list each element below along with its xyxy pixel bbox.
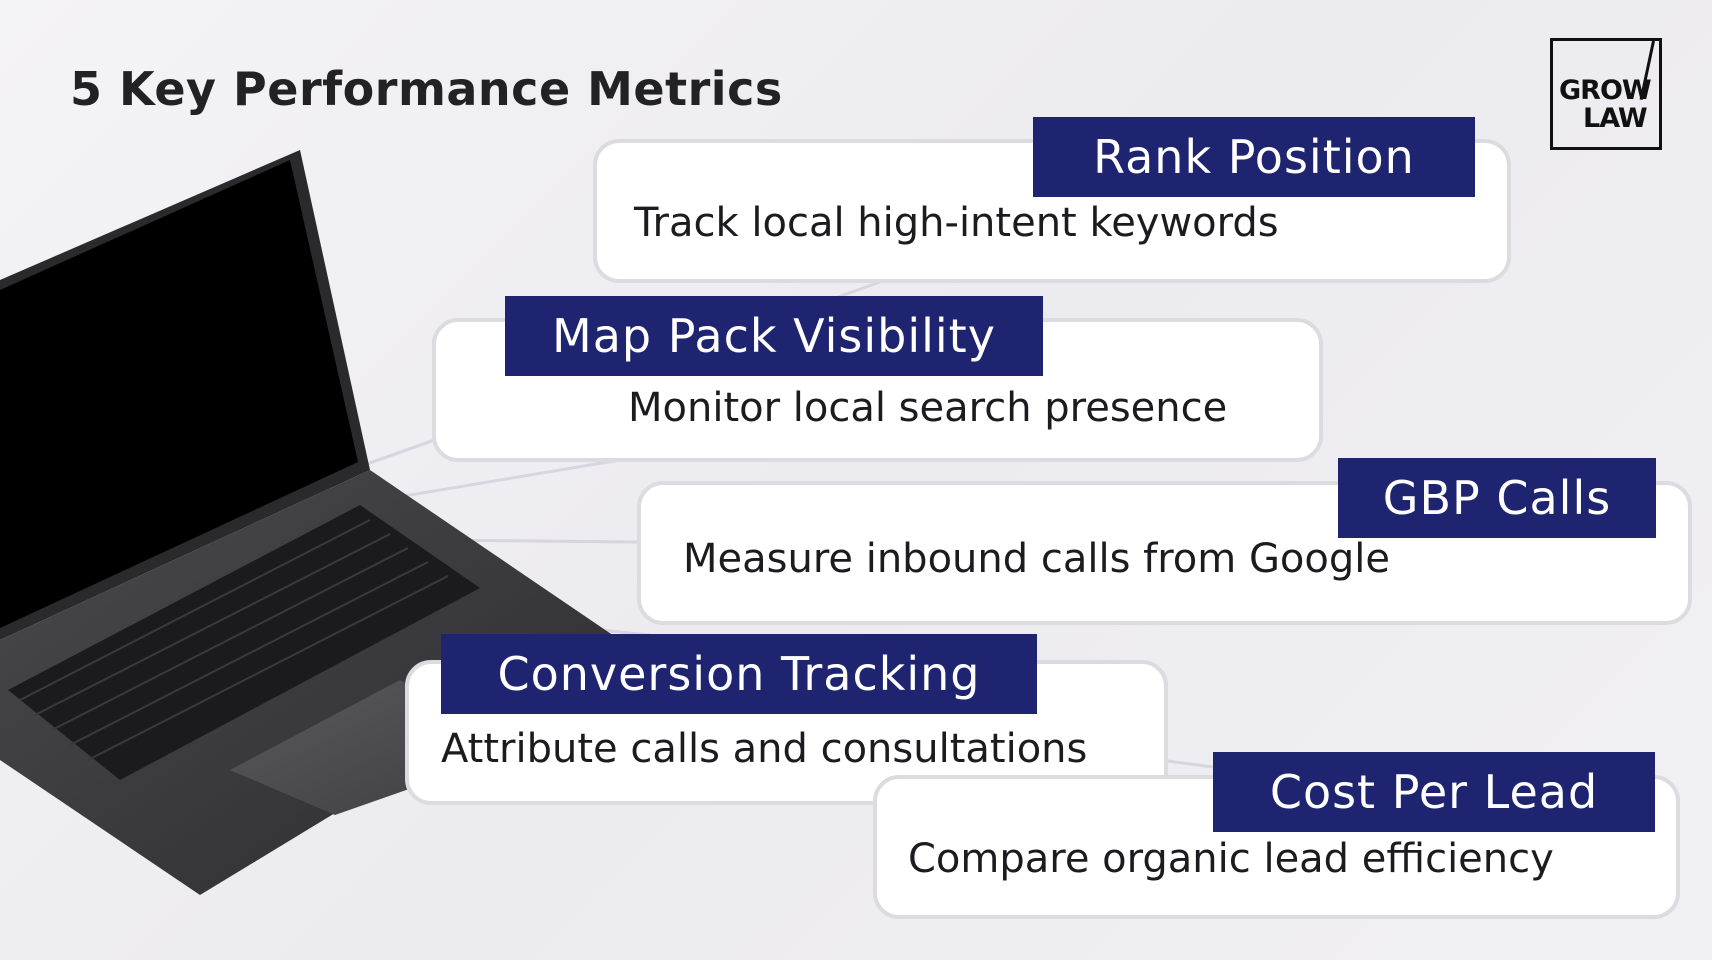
metric-label-gbp-calls: GBP Calls bbox=[1338, 458, 1656, 538]
page-title: 5 Key Performance Metrics bbox=[70, 62, 783, 116]
laptop-screen bbox=[0, 160, 358, 628]
metric-description-conversion-tracking: Attribute calls and consultations bbox=[441, 726, 1088, 772]
grow-law-logo: GROW LAW bbox=[1550, 38, 1662, 150]
metric-description-rank-position: Track local high-intent keywords bbox=[634, 200, 1279, 246]
logo-line2: LAW bbox=[1583, 103, 1648, 134]
metric-label-rank-position: Rank Position bbox=[1033, 117, 1475, 197]
laptop-keyboard bbox=[8, 505, 480, 780]
metric-description-map-pack-visibility: Monitor local search presence bbox=[628, 385, 1228, 431]
metric-label-cost-per-lead: Cost Per Lead bbox=[1213, 752, 1655, 832]
keyboard-rows bbox=[19, 519, 449, 761]
metric-label-conversion-tracking: Conversion Tracking bbox=[441, 634, 1037, 714]
metric-description-gbp-calls: Measure inbound calls from Google bbox=[683, 536, 1390, 582]
logo-line1: GROW bbox=[1559, 75, 1652, 106]
metric-label-map-pack-visibility: Map Pack Visibility bbox=[505, 296, 1043, 376]
metric-description-cost-per-lead: Compare organic lead efficiency bbox=[908, 836, 1554, 882]
laptop-base bbox=[0, 470, 620, 895]
